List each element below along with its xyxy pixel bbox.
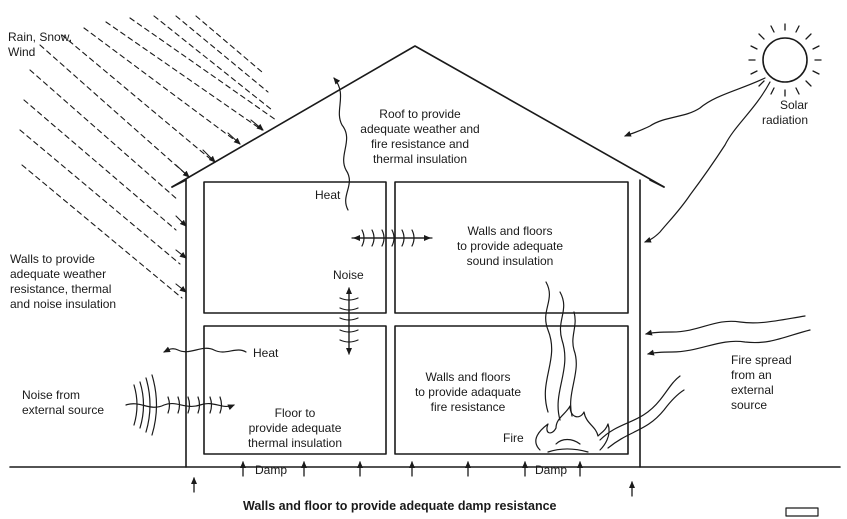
rain-snow-wind-lines	[19, 15, 277, 299]
label-heat-upper: Heat	[315, 188, 341, 202]
noise-floor-arrow	[339, 287, 359, 355]
fire-spread-arrows	[645, 315, 811, 356]
label-noise-external: Noise from external source	[22, 388, 105, 417]
label-rain-snow-wind: Rain, Snow, Wind	[8, 30, 73, 59]
roof-eaves-left	[171, 179, 187, 188]
label-floor-thermal: Floor to provide adequate thermal insula…	[247, 406, 343, 450]
sun-icon	[748, 23, 822, 97]
external-noise-arrows	[125, 374, 235, 436]
label-walls-floors-fire: Walls and floors to provide adaquate fir…	[414, 370, 522, 414]
damp-arrows	[191, 461, 635, 497]
label-walls-floors-sound: Walls and floors to provide adequate sou…	[456, 224, 564, 268]
rain-arrowheads	[175, 119, 264, 293]
label-heat-lower: Heat	[253, 346, 279, 360]
room-lower-left	[203, 325, 387, 455]
label-damp-left: Damp	[255, 463, 288, 477]
solar-radiation-arrows	[624, 77, 771, 243]
label-fire-spread: Fire spread from an external source	[731, 353, 792, 412]
label-noise-interior: Noise	[333, 268, 364, 282]
heat-roof-arrow	[333, 77, 351, 211]
corner-mark	[785, 507, 819, 517]
noise-wall-arrow	[351, 229, 433, 247]
label-roof: Roof to provide adequate weather and fir…	[360, 107, 480, 166]
roof-eaves-right	[649, 179, 665, 188]
label-walls-weather: Walls to provide adequate weather resist…	[10, 252, 117, 311]
room-upper-left	[203, 181, 387, 314]
label-solar-radiation: Solar radiation	[761, 98, 808, 127]
room-lower-right	[394, 325, 629, 455]
fire-icon	[535, 281, 685, 453]
room-upper-right	[394, 181, 629, 314]
label-damp-right: Damp	[535, 463, 568, 477]
roof-outline	[171, 45, 665, 188]
label-fire: Fire	[503, 431, 524, 445]
heat-wall-arrow	[163, 346, 247, 353]
bottom-caption: Walls and floor to provide adequate damp…	[243, 499, 557, 513]
